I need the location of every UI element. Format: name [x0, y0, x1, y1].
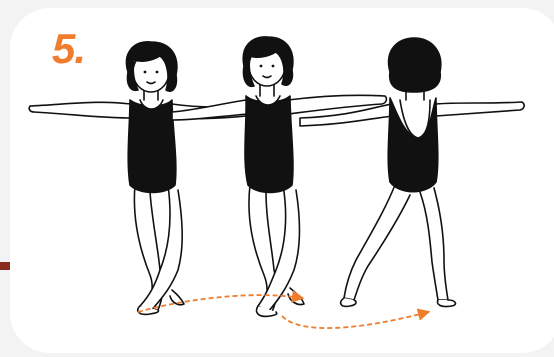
dancer-figure-3 [300, 38, 524, 307]
dancer-figure-1 [29, 42, 256, 315]
step-number: 5. [52, 28, 85, 70]
path-arrow-2 [282, 312, 428, 328]
